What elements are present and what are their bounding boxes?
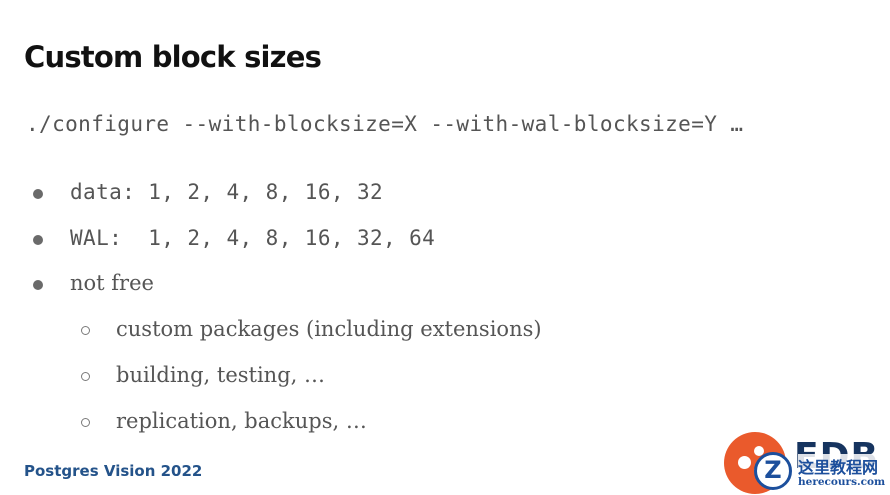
watermark-badge-icon: Z xyxy=(754,452,792,490)
bullet-circle-icon xyxy=(81,418,90,427)
sub-bullet-text: custom packages (including extensions) xyxy=(116,317,542,341)
configure-command: ./configure --with-blocksize=X --with-wa… xyxy=(26,112,744,136)
sub-bullet-text: replication, backups, … xyxy=(116,409,367,433)
watermark-chinese-text: 这里教程网 xyxy=(798,454,879,478)
bullet-text: data: 1, 2, 4, 8, 16, 32 xyxy=(70,180,384,204)
footer-event-name: Postgres Vision 2022 xyxy=(24,462,203,480)
edb-logo: EDB Z 这里教程网 herecours.com xyxy=(724,432,890,495)
bullet-dot-icon xyxy=(33,189,43,199)
bullet-dot-icon xyxy=(33,235,43,245)
bullet-text: WAL: 1, 2, 4, 8, 16, 32, 64 xyxy=(70,226,436,250)
bullet-dot-icon xyxy=(33,280,43,290)
bullet-circle-icon xyxy=(81,372,90,381)
slide-title: Custom block sizes xyxy=(24,40,322,74)
bullet-circle-icon xyxy=(81,326,90,335)
watermark-url: herecours.com xyxy=(798,476,886,488)
sub-bullet-text: building, testing, … xyxy=(116,363,325,387)
bullet-text: not free xyxy=(70,271,154,295)
